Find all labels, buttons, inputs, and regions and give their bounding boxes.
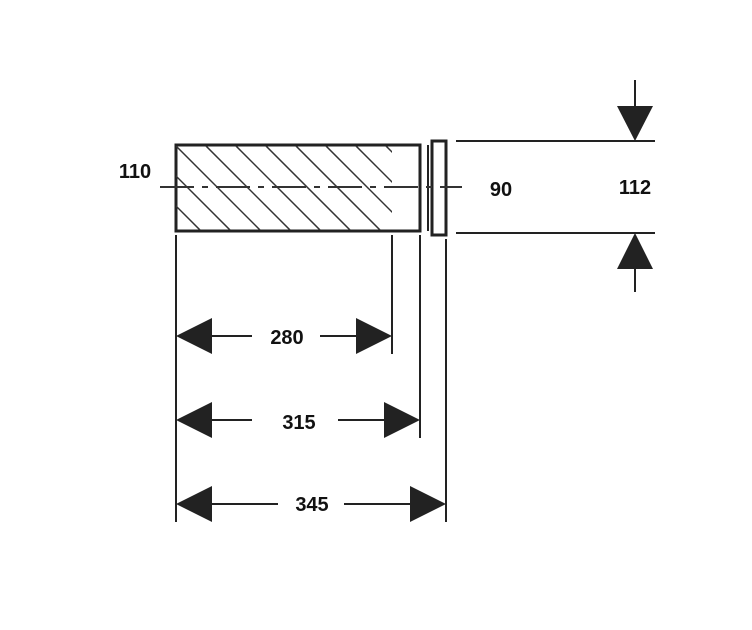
length-hatched-label: 280 xyxy=(270,327,303,349)
arrowhead-left xyxy=(176,486,212,522)
inner-diameter-label: 90 xyxy=(490,179,512,201)
dimension-280: 280 xyxy=(176,318,392,354)
section-hatching xyxy=(176,146,392,230)
dimension-345: 345 xyxy=(176,486,446,522)
length-to-socket-label: 315 xyxy=(282,412,315,434)
arrowhead-right xyxy=(384,402,420,438)
dimension-315: 315 xyxy=(176,402,420,438)
arrowhead-up xyxy=(617,233,653,269)
outer-diameter-label: 110 xyxy=(119,161,151,183)
length-total-label: 345 xyxy=(295,494,328,516)
arrowhead-left xyxy=(176,402,212,438)
arrowhead-right xyxy=(410,486,446,522)
arrowhead-right xyxy=(356,318,392,354)
extension-lines xyxy=(175,140,655,522)
dimension-112: 112 xyxy=(617,80,653,292)
arrowhead-down xyxy=(617,106,653,141)
socket-diameter-label: 112 xyxy=(619,177,651,199)
arrowhead-left xyxy=(176,318,212,354)
